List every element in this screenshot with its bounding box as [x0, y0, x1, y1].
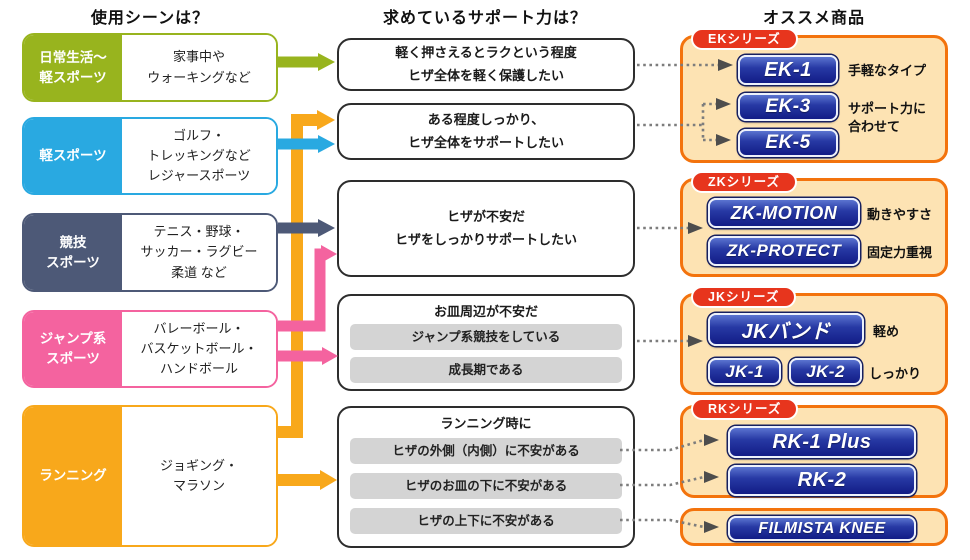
scene-competitive-sports-label: 競技 スポーツ: [24, 215, 122, 290]
support-option-below-kneecap: ヒザのお皿の下に不安がある: [350, 473, 622, 499]
scene-light-sports: 軽スポーツ ゴルフ・ トレッキングなど レジャースポーツ: [22, 117, 278, 195]
scene-daily-life-desc: 家事中や ウォーキングなど: [122, 35, 276, 100]
support-moderate: ある程度しっかり、 ヒザ全体をサポートしたい: [337, 103, 635, 160]
note-zk-protect: 固定力重視: [867, 245, 933, 260]
scene-jump-sports: ジャンプ系 スポーツ バレーボール・ バスケットボール・ ハンドボール: [22, 310, 278, 388]
note-ek-1: 手軽なタイプ: [848, 63, 927, 78]
support-option-growth-period: 成長期である: [350, 357, 622, 383]
product-rk-1-plus: RK-1 Plus: [728, 426, 916, 458]
note-zk-motion: 動きやすさ: [867, 207, 933, 222]
scene-jump-sports-desc: バレーボール・ バスケットボール・ ハンドボール: [122, 312, 276, 386]
support-kneecap-area-title: お皿周辺が不安だ: [433, 304, 538, 319]
arrow-daily-to-light-head: [318, 53, 335, 71]
product-filmista-knee: FILMISTA KNEE: [728, 516, 916, 541]
panel-zk-series: ZKシリーズ ZK-MOTION ZK-PROTECT 動きやすさ 固定力重視: [680, 171, 948, 277]
note-ek-3-5: サポート力に 合わせて: [848, 101, 927, 134]
column-title-scene: 使用シーンは？: [90, 10, 210, 27]
support-running-time: ランニング時に ヒザの外側（内側）に不安がある ヒザのお皿の下に不安がある ヒザ…: [337, 406, 635, 548]
product-zk-motion: ZK-MOTION: [708, 198, 860, 228]
panel-filmista: FILMISTA KNEE: [680, 508, 948, 546]
product-jk-2: JK-2: [789, 358, 862, 385]
rk-series-badge: RKシリーズ: [691, 398, 799, 420]
arrow-jump-to-kneecap-head: [322, 347, 338, 365]
product-ek-3: EK-3: [738, 93, 838, 121]
scene-light-sports-label: 軽スポーツ: [24, 119, 122, 193]
panel-jk-series: JKシリーズ JKバンド JK-1 JK-2 軽め しっかり: [680, 286, 948, 395]
note-jk-1-2: しっかり: [869, 366, 922, 381]
arrow-running-to-moderate: [278, 114, 317, 438]
support-kneecap-area: お皿周辺が不安だ ジャンプ系競技をしている 成長期である: [337, 294, 635, 391]
product-rk-2: RK-2: [728, 465, 916, 496]
arrow-lightsports-to-moderate-head: [318, 135, 335, 153]
product-zk-protect: ZK-PROTECT: [708, 236, 860, 266]
arrow-running-to-moderate-head: [317, 110, 335, 130]
scene-running: ランニング ジョギング・ マラソン: [22, 405, 278, 547]
column-title-product: オススメ商品: [762, 10, 865, 27]
product-ek-5: EK-5: [738, 129, 838, 157]
panel-ek-series: EKシリーズ EK-1 EK-3 EK-5 手軽なタイプ サポート力に 合わせて: [680, 28, 948, 163]
note-jk-band: 軽め: [873, 324, 900, 339]
zk-series-badge: ZKシリーズ: [691, 171, 798, 193]
scene-competitive-sports-desc: テニス・野球・ サッカー・ラグビー 柔道 など: [122, 215, 276, 290]
scene-daily-life: 日常生活〜 軽スポーツ 家事中や ウォーキングなど: [22, 33, 278, 102]
scene-light-sports-desc: ゴルフ・ トレッキングなど レジャースポーツ: [122, 119, 276, 193]
arrow-jump-to-firm-head: [321, 245, 337, 263]
arrow-running-to-running-time-head: [320, 470, 337, 490]
scene-running-desc: ジョギング・ マラソン: [122, 407, 276, 545]
product-jk-band: JKバンド: [708, 313, 864, 346]
support-running-time-title: ランニング時に: [440, 416, 532, 431]
support-option-above-below-knee: ヒザの上下に不安がある: [350, 508, 622, 534]
support-light-protection: 軽く押さえるとラクという程度 ヒザ全体を軽く保護したい: [337, 38, 635, 91]
scene-jump-sports-label: ジャンプ系 スポーツ: [24, 312, 122, 386]
ek-series-badge: EKシリーズ: [691, 28, 798, 50]
support-option-outer-inner-knee: ヒザの外側（内側）に不安がある: [350, 438, 622, 464]
arrow-competitive-to-firm-head: [318, 219, 335, 237]
product-jk-1: JK-1: [708, 358, 781, 385]
scene-running-label: ランニング: [24, 407, 122, 545]
support-option-jump-sports: ジャンプ系競技をしている: [350, 324, 622, 350]
column-title-support: 求めているサポート力は？: [382, 10, 587, 27]
scene-daily-life-label: 日常生活〜 軽スポーツ: [24, 35, 122, 100]
arrow-jump-to-firm: [278, 248, 326, 332]
jk-series-badge: JKシリーズ: [691, 286, 797, 308]
panel-rk-series: RKシリーズ RK-1 Plus RK-2: [680, 398, 948, 498]
product-ek-1: EK-1: [738, 55, 838, 85]
scene-competitive-sports: 競技 スポーツ テニス・野球・ サッカー・ラグビー 柔道 など: [22, 213, 278, 292]
support-firm: ヒザが不安だ ヒザをしっかりサポートしたい: [337, 180, 635, 277]
